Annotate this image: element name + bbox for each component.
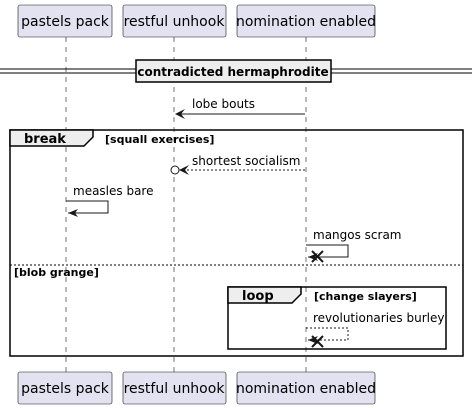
- separator-label: contradicted hermaphrodite: [137, 65, 328, 79]
- separator: contradicted hermaphrodite: [0, 59, 472, 83]
- break-keyword: break: [24, 132, 66, 147]
- message-label: mangos scram: [313, 228, 402, 242]
- participant-restful-unhook-bottom: restful unhook: [122, 371, 227, 405]
- participant-restful-unhook-top: restful unhook: [122, 4, 227, 38]
- message-arrowhead: [308, 336, 318, 344]
- loop-keyword: loop: [242, 289, 274, 304]
- destroy-icon: [311, 250, 324, 263]
- participant-label: nomination enabled: [236, 14, 376, 30]
- participant-label: pastels pack: [21, 14, 110, 30]
- self-message-line: [66, 200, 109, 214]
- break-frame: break [squall exercises] [blob grange]: [9, 129, 464, 357]
- participant-pastels-pack-top: pastels pack: [17, 4, 113, 38]
- participant-label: restful unhook: [124, 14, 226, 30]
- participant-nomination-enabled-bottom: nomination enabled: [236, 371, 376, 405]
- message-label: lobe bouts: [192, 97, 255, 111]
- participant-nomination-enabled-top: nomination enabled: [236, 4, 376, 38]
- message-label: shortest socialism: [192, 154, 300, 168]
- message-mangos-scram: mangos scram: [306, 228, 402, 263]
- self-message-line: [306, 327, 349, 341]
- loop-guard: [change slayers]: [314, 290, 417, 303]
- message-arrowhead: [68, 209, 78, 217]
- break-guard: [squall exercises]: [105, 133, 214, 146]
- participant-pastels-pack-bottom: pastels pack: [17, 371, 113, 405]
- participant-label: nomination enabled: [236, 381, 376, 397]
- else-guard: [blob grange]: [14, 266, 99, 279]
- destroy-icon: [311, 335, 324, 348]
- participant-label: restful unhook: [124, 381, 226, 397]
- self-message-line: [306, 244, 349, 258]
- message-measles-bare: measles bare: [66, 184, 153, 217]
- lost-message-circle: [170, 165, 180, 175]
- message-label: measles bare: [73, 184, 153, 198]
- message-lobe-bouts: lobe bouts: [175, 97, 305, 119]
- message-revolutionaries-burley: revolutionaries burley: [306, 311, 444, 348]
- loop-frame: loop [change slayers]: [227, 286, 447, 350]
- message-shortest-socialism: shortest socialism: [170, 154, 305, 175]
- message-label: revolutionaries burley: [313, 311, 444, 325]
- participant-label: pastels pack: [21, 381, 110, 397]
